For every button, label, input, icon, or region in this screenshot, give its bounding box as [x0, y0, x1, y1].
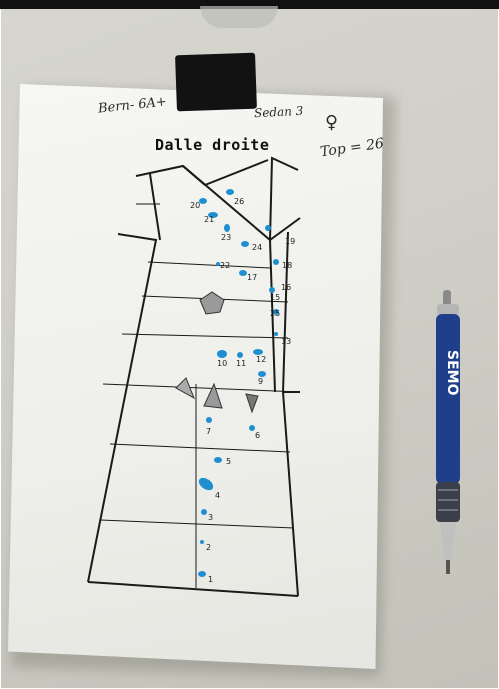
pen-clip-top — [443, 290, 451, 306]
hold-label: 17 — [247, 273, 257, 282]
hold-label: 13 — [281, 337, 291, 346]
hold-label: 2 — [206, 543, 211, 552]
hold-label: 7 — [206, 427, 211, 436]
hold-label: 10 — [217, 359, 227, 368]
hold-label: 22 — [220, 261, 230, 270]
hold-label: 23 — [221, 233, 231, 242]
hold-label: 15 — [270, 293, 280, 302]
pen-nib — [446, 560, 450, 574]
ballpoint-pen: SEMO — [431, 290, 465, 580]
hold-label: 25 — [270, 309, 280, 318]
pen-grip — [436, 482, 460, 522]
wall-outline — [88, 158, 300, 596]
pen-barrel — [436, 314, 460, 484]
pen-brand-text: SEMO — [444, 350, 460, 396]
hold-label: 11 — [236, 359, 246, 368]
hold-label: 6 — [255, 431, 260, 440]
hold-label: 9 — [258, 377, 263, 386]
hold-label: 21 — [204, 215, 214, 224]
hold-label: 1 — [208, 575, 213, 584]
hold-label: 5 — [226, 457, 231, 466]
hold-label: 18 — [282, 261, 292, 270]
hold-label: 24 — [252, 243, 262, 252]
hold-label: 4 — [215, 491, 220, 500]
hold-label: 12 — [256, 355, 266, 364]
hold-label: 20 — [190, 201, 200, 210]
hold-label: 3 — [208, 513, 213, 522]
volume-features — [176, 292, 258, 412]
hold-label: 19 — [285, 237, 295, 246]
hold-label: 26 — [234, 197, 244, 206]
pen-cone — [440, 522, 456, 560]
hold-label: 16 — [281, 283, 291, 292]
